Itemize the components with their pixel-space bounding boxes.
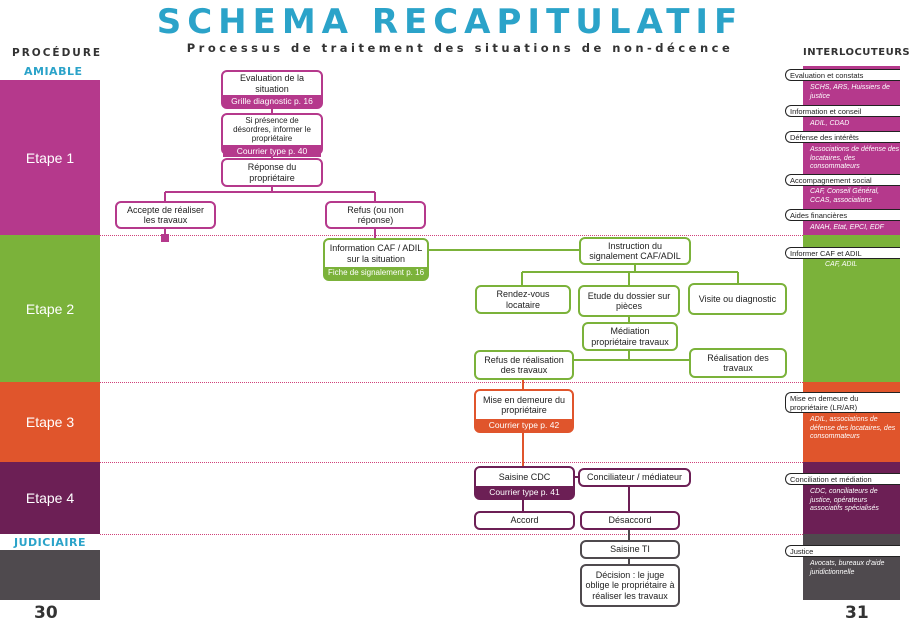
node-desaccord-text: Désaccord [608,515,652,526]
node-decision-text: Décision : le juge oblige le propriétair… [585,569,675,601]
interlocutor-label-justice: Justice [785,545,900,557]
interlocutor-detail-conciliation: CDC, conciliateurs de justice, opérateur… [810,488,879,512]
node-rdv: Rendez-vous locataire [475,285,571,314]
node-realisation: Réalisation des travaux [689,348,787,378]
node-saisine-cdc-footer: Courrier type p. 41 [476,486,573,498]
etape-1-label: Etape 1 [25,149,75,166]
interlocutor-detail-defense: Associations de défense des locataires, … [810,146,900,170]
interlocutor-label-defense: Défense des intérêts [785,131,900,143]
page-number-left: 30 [34,603,58,623]
interlocutor-label-accompagnement: Accompagnement social [785,174,900,186]
node-visite-text: Visite ou diagnostic [698,293,777,304]
node-si-presence: Si présence de désordres, informer le pr… [221,113,323,157]
node-accepte-text: Accepte de réaliser les travaux [126,204,205,225]
node-saisine-ti-text: Saisine TI [610,544,650,555]
etape-4-band: Etape 4 [0,462,100,534]
node-mediation: Médiation propriétaire travaux [582,322,678,351]
node-etude: Etude du dossier sur pièces [578,285,680,317]
interlocutor-detail-informer-caf: CAF, ADIL [825,261,858,268]
page-number-right: 31 [845,603,869,623]
phase-judiciaire: JUDICIAIRE [14,536,87,549]
etape-4-label: Etape 4 [25,490,75,506]
interlocutor-detail-mise-demeure: ADIL, associations de défense des locata… [810,416,896,440]
node-refus: Refus (ou non réponse) [325,201,426,229]
separator [100,462,803,463]
node-accepte: Accepte de réaliser les travaux [115,201,216,229]
interlocutor-detail-accompagnement: CAF, Conseil Général, CCAS, associations [810,188,880,204]
node-etude-text: Etude du dossier sur pièces [587,290,671,311]
interlocutor-label-informer-caf: Informer CAF et ADIL [785,247,900,259]
node-decision: Décision : le juge oblige le propriétair… [580,564,680,607]
node-evaluation-text: Evaluation de la situation [239,73,305,94]
node-info-caf-text: Information CAF / ADIL sur la situation [329,243,423,264]
node-conciliateur-text: Conciliateur / médiateur [586,472,683,483]
separator [100,534,803,535]
page-title: SCHEMA RECAPITULATIF [156,2,744,42]
node-saisine-cdc: Saisine CDC Courrier type p. 41 [474,466,575,500]
node-desaccord: Désaccord [580,511,680,530]
node-evaluation: Evaluation de la situation Grille diagno… [221,70,323,109]
interlocutor-detail-aides: ANAH, Etat, EPCI, EDF [810,224,884,231]
node-mise-demeure: Mise en demeure du propriétaire Courrier… [474,389,574,433]
page-subtitle: Processus de traitement des situations d… [186,41,734,55]
separator [100,382,803,383]
node-mise-demeure-footer: Courrier type p. 42 [476,419,572,431]
interlocutor-label-mise-demeure: Mise en demeure du propriétaire (LR/AR) [785,392,900,413]
node-accord: Accord [474,511,575,530]
interlocutor-detail-justice: Avocats, bureaux d'aide juridictionnelle [810,560,885,576]
etape-2-band: Etape 2 [0,235,100,382]
node-evaluation-footer: Grille diagnostic p. 16 [223,95,321,107]
node-refus-realisation: Refus de réalisation des travaux [474,350,574,380]
node-si-presence-text: Si présence de désordres, informer le pr… [233,116,311,144]
interlocutor-detail-information: ADIL, CDAD [810,120,850,127]
node-visite: Visite ou diagnostic [688,283,787,315]
interlocutor-label-information: Information et conseil [785,105,900,117]
node-info-caf: Information CAF / ADIL sur la situation … [323,238,429,281]
etape-3-band: Etape 3 [0,382,100,462]
procedure-header: PROCÉDURE [12,47,103,59]
interlocutors-header: INTERLOCUTEURS [803,47,910,58]
judiciaire-band [0,550,100,600]
node-refus-realisation-text: Refus de réalisation des travaux [484,354,564,375]
node-accord-text: Accord [510,515,539,526]
etape-2-label: Etape 2 [25,300,75,317]
right-band-etape-1 [803,66,900,235]
node-conciliateur: Conciliateur / médiateur [578,468,691,487]
node-reponse-text: Réponse du propriétaire [247,162,297,183]
phase-amiable: AMIABLE [24,65,83,78]
node-instruction-text: Instruction du signalement CAF/ADIL [589,240,681,261]
right-band-etape-2 [803,235,900,382]
interlocutor-label-evaluation: Evaluation et constats [785,69,900,81]
node-reponse: Réponse du propriétaire [221,158,323,187]
interlocutor-detail-evaluation: SCHS, ARS, Huissiers de justice [810,84,890,100]
node-rdv-text: Rendez-vous locataire [496,289,550,310]
node-refus-text: Refus (ou non réponse) [347,204,404,225]
node-mise-demeure-text: Mise en demeure du propriétaire [482,394,566,415]
node-mediation-text: Médiation propriétaire travaux [591,326,669,347]
node-realisation-text: Réalisation des travaux [707,352,769,373]
etape-3-label: Etape 3 [25,414,75,430]
separator [100,235,803,236]
interlocutor-label-aides: Aides financières [785,209,900,221]
node-info-caf-footer: Fiche de signalement p. 16 [325,267,427,279]
etape-1-band: Etape 1 [0,80,100,235]
node-instruction: Instruction du signalement CAF/ADIL [579,237,691,265]
node-saisine-cdc-text: Saisine CDC [498,471,551,482]
node-saisine-ti: Saisine TI [580,540,680,559]
interlocutor-label-conciliation: Conciliation et médiation [785,473,900,485]
node-si-presence-footer: Courrier type p. 40 [223,144,321,157]
